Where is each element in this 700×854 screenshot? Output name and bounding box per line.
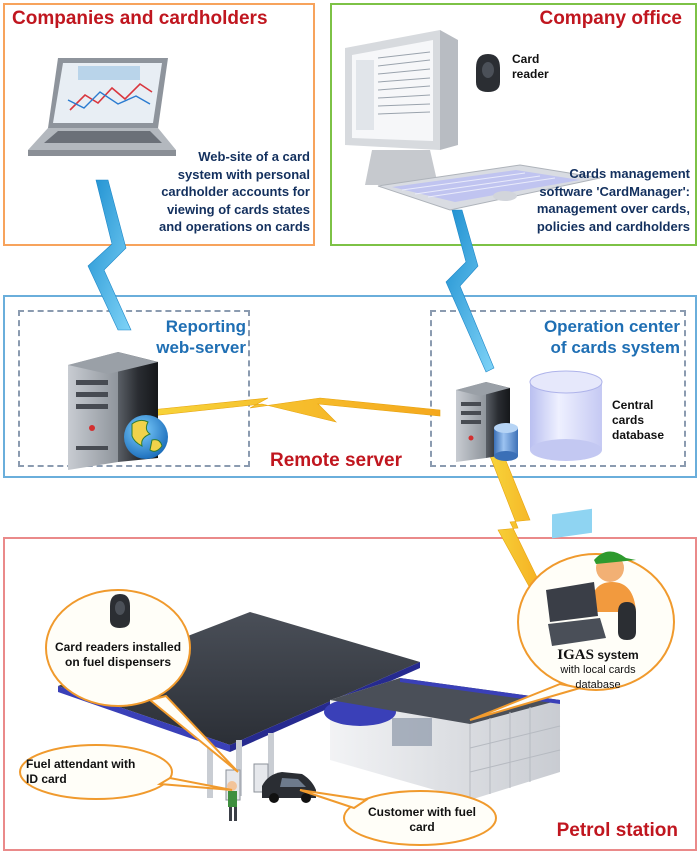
attendant-callout-text: Fuel attendant with ID card bbox=[26, 757, 166, 787]
remote-server-panel bbox=[3, 295, 697, 478]
label-line: database bbox=[575, 679, 621, 691]
laptop-icon bbox=[28, 58, 176, 156]
website-description: Web-site of a card system with personal … bbox=[140, 148, 310, 236]
igas-system: system bbox=[597, 648, 639, 662]
label-line: web-server bbox=[156, 338, 246, 357]
label-line: Operation center bbox=[543, 317, 680, 336]
callout-card-readers bbox=[45, 589, 191, 707]
label-line: card bbox=[409, 820, 435, 834]
callout-customer bbox=[343, 790, 497, 846]
label-line: Fuel attendant with bbox=[26, 757, 136, 771]
label-line: cards bbox=[612, 413, 645, 427]
label-line: Central bbox=[612, 398, 654, 412]
operation-center-label: Operation center of cards system bbox=[500, 316, 680, 358]
label-line: Customer with fuel bbox=[367, 805, 476, 819]
label-line: Reporting bbox=[165, 317, 246, 336]
description-line: system with personal bbox=[177, 166, 310, 182]
callout-attendant bbox=[19, 744, 173, 800]
card-reader-label: Card reader bbox=[512, 52, 549, 82]
company-office-title: Company office bbox=[539, 8, 682, 29]
label-line: ID card bbox=[26, 772, 67, 786]
desktop-computer-icon bbox=[345, 30, 601, 211]
database-icon bbox=[529, 370, 603, 461]
description-line: management over cards, bbox=[536, 201, 690, 216]
petrol-station-panel bbox=[3, 537, 697, 851]
car-icon bbox=[262, 772, 316, 803]
label-line: database bbox=[612, 428, 665, 442]
lightning-link-servers bbox=[149, 397, 441, 423]
remote-server-title: Remote server bbox=[270, 450, 403, 471]
description-line: cardholder accounts for bbox=[161, 184, 310, 199]
reporting-server-label: Reporting web-server bbox=[120, 316, 246, 358]
reporting-server-frame bbox=[18, 310, 250, 467]
igas-name: IGAS bbox=[557, 647, 594, 663]
label-line: of cards system bbox=[550, 338, 680, 357]
label-line: with local cards bbox=[560, 664, 636, 676]
card-reader-icon bbox=[110, 594, 130, 628]
description-line: Cards management bbox=[569, 166, 690, 181]
globe-icon bbox=[124, 415, 168, 459]
person-icon bbox=[227, 781, 237, 821]
igas-title-line: IGAS system bbox=[528, 648, 668, 663]
petrol-station-title: Petrol station bbox=[556, 820, 678, 841]
customer-callout-text: Customer with fuel card bbox=[352, 805, 492, 835]
label-line: on fuel dispensers bbox=[64, 655, 172, 669]
cashier-icon bbox=[546, 508, 636, 646]
label-line: Card bbox=[512, 52, 540, 66]
card-reader-icon bbox=[476, 54, 500, 92]
lightning-link-website bbox=[87, 179, 132, 331]
label-line: reader bbox=[512, 67, 549, 81]
operation-center-frame bbox=[430, 310, 686, 467]
companies-panel bbox=[3, 3, 315, 246]
database-icon bbox=[494, 423, 518, 461]
description-line: and operations on cards bbox=[159, 219, 310, 234]
description-line: Web-site of a card bbox=[198, 149, 310, 164]
label-line: Card readers installed bbox=[54, 640, 182, 654]
description-line: viewing of cards states bbox=[166, 201, 310, 217]
cardmanager-description: Cards management software 'CardManager':… bbox=[480, 165, 690, 235]
lightning-link-office bbox=[445, 209, 495, 373]
company-office-panel bbox=[330, 3, 697, 246]
description-line: policies and cardholders bbox=[536, 218, 690, 234]
description-line: software 'CardManager': bbox=[539, 183, 690, 199]
companies-title: Companies and cardholders bbox=[12, 8, 268, 29]
card-readers-callout-text: Card readers installed on fuel dispenser… bbox=[50, 640, 186, 670]
central-database-label: Central cards database bbox=[612, 398, 664, 443]
igas-callout-text: IGAS system with local cards database bbox=[528, 648, 668, 693]
